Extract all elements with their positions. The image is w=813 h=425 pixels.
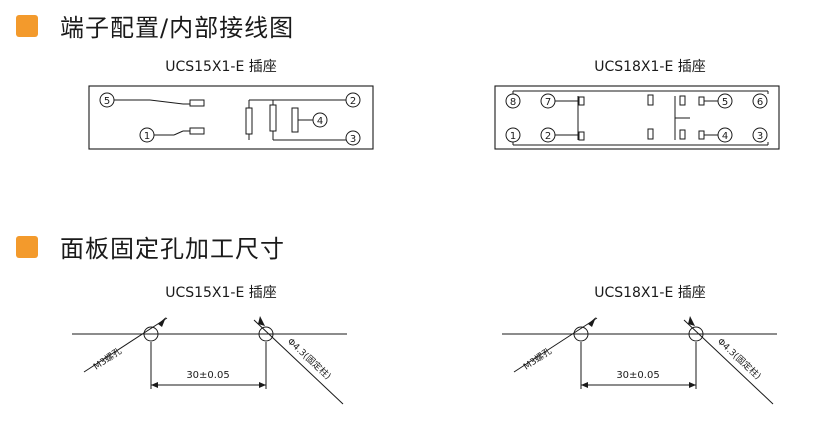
pin-8: 8 [505, 93, 521, 109]
terminal-diagram-right: 8 7 5 6 1 2 4 3 [494, 85, 780, 150]
terminal-diagram-left: 5 1 2 4 [88, 85, 374, 150]
svg-text:7: 7 [545, 97, 551, 108]
svg-text:5: 5 [722, 97, 728, 108]
pin-4: 4 [717, 127, 733, 143]
svg-text:1: 1 [144, 131, 150, 142]
pin-2: 2 [540, 127, 556, 143]
svg-text:3: 3 [350, 134, 356, 145]
svg-text:4: 4 [317, 116, 323, 127]
post-label: Φ4.3(固定柱) [285, 335, 334, 382]
pin-4: 4 [312, 112, 328, 128]
pin-1: 1 [139, 127, 155, 143]
bullet-square-icon [16, 14, 38, 37]
panel-drawing-right: 30±0.05 M3螺孔 Φ4.3(固定柱) [502, 316, 777, 405]
svg-text:8: 8 [510, 97, 516, 108]
pin-5: 5 [717, 93, 733, 109]
section-title: 端子配置/内部接线图 [60, 14, 295, 42]
svg-text:1: 1 [510, 131, 516, 142]
pin-7: 7 [540, 93, 556, 109]
pin-3: 3 [752, 127, 768, 143]
screw-label: M3螺孔 [92, 346, 124, 373]
svg-text:6: 6 [757, 97, 763, 108]
pin-2: 2 [345, 92, 361, 108]
pin-6: 6 [752, 93, 768, 109]
pin-5: 5 [99, 92, 115, 108]
panel-drawing-left: 30±0.05 M3螺孔 Φ4.3(固定柱) [72, 316, 347, 405]
post-label: Φ4.3(固定柱) [715, 335, 764, 382]
panel-right-label: UCS18X1-E 插座 [594, 285, 706, 301]
section-header-panel: 面板固定孔加工尺寸 [16, 229, 285, 264]
bullet-square-icon [16, 235, 38, 258]
screw-label: M3螺孔 [522, 346, 554, 373]
svg-text:3: 3 [757, 131, 763, 142]
dimension-label: 30±0.05 [616, 370, 659, 381]
dimension-label: 30±0.05 [186, 370, 229, 381]
svg-text:2: 2 [350, 96, 356, 107]
terminal-left-label: UCS15X1-E 插座 [165, 59, 277, 75]
svg-text:2: 2 [545, 131, 551, 142]
section-title: 面板固定孔加工尺寸 [60, 235, 285, 263]
svg-text:4: 4 [722, 131, 728, 142]
pin-1: 1 [505, 127, 521, 143]
terminal-right-label: UCS18X1-E 插座 [594, 59, 706, 75]
svg-text:5: 5 [104, 96, 110, 107]
pin-3: 3 [345, 130, 361, 146]
panel-left-label: UCS15X1-E 插座 [165, 285, 277, 301]
section-header-terminal: 端子配置/内部接线图 [16, 8, 294, 43]
